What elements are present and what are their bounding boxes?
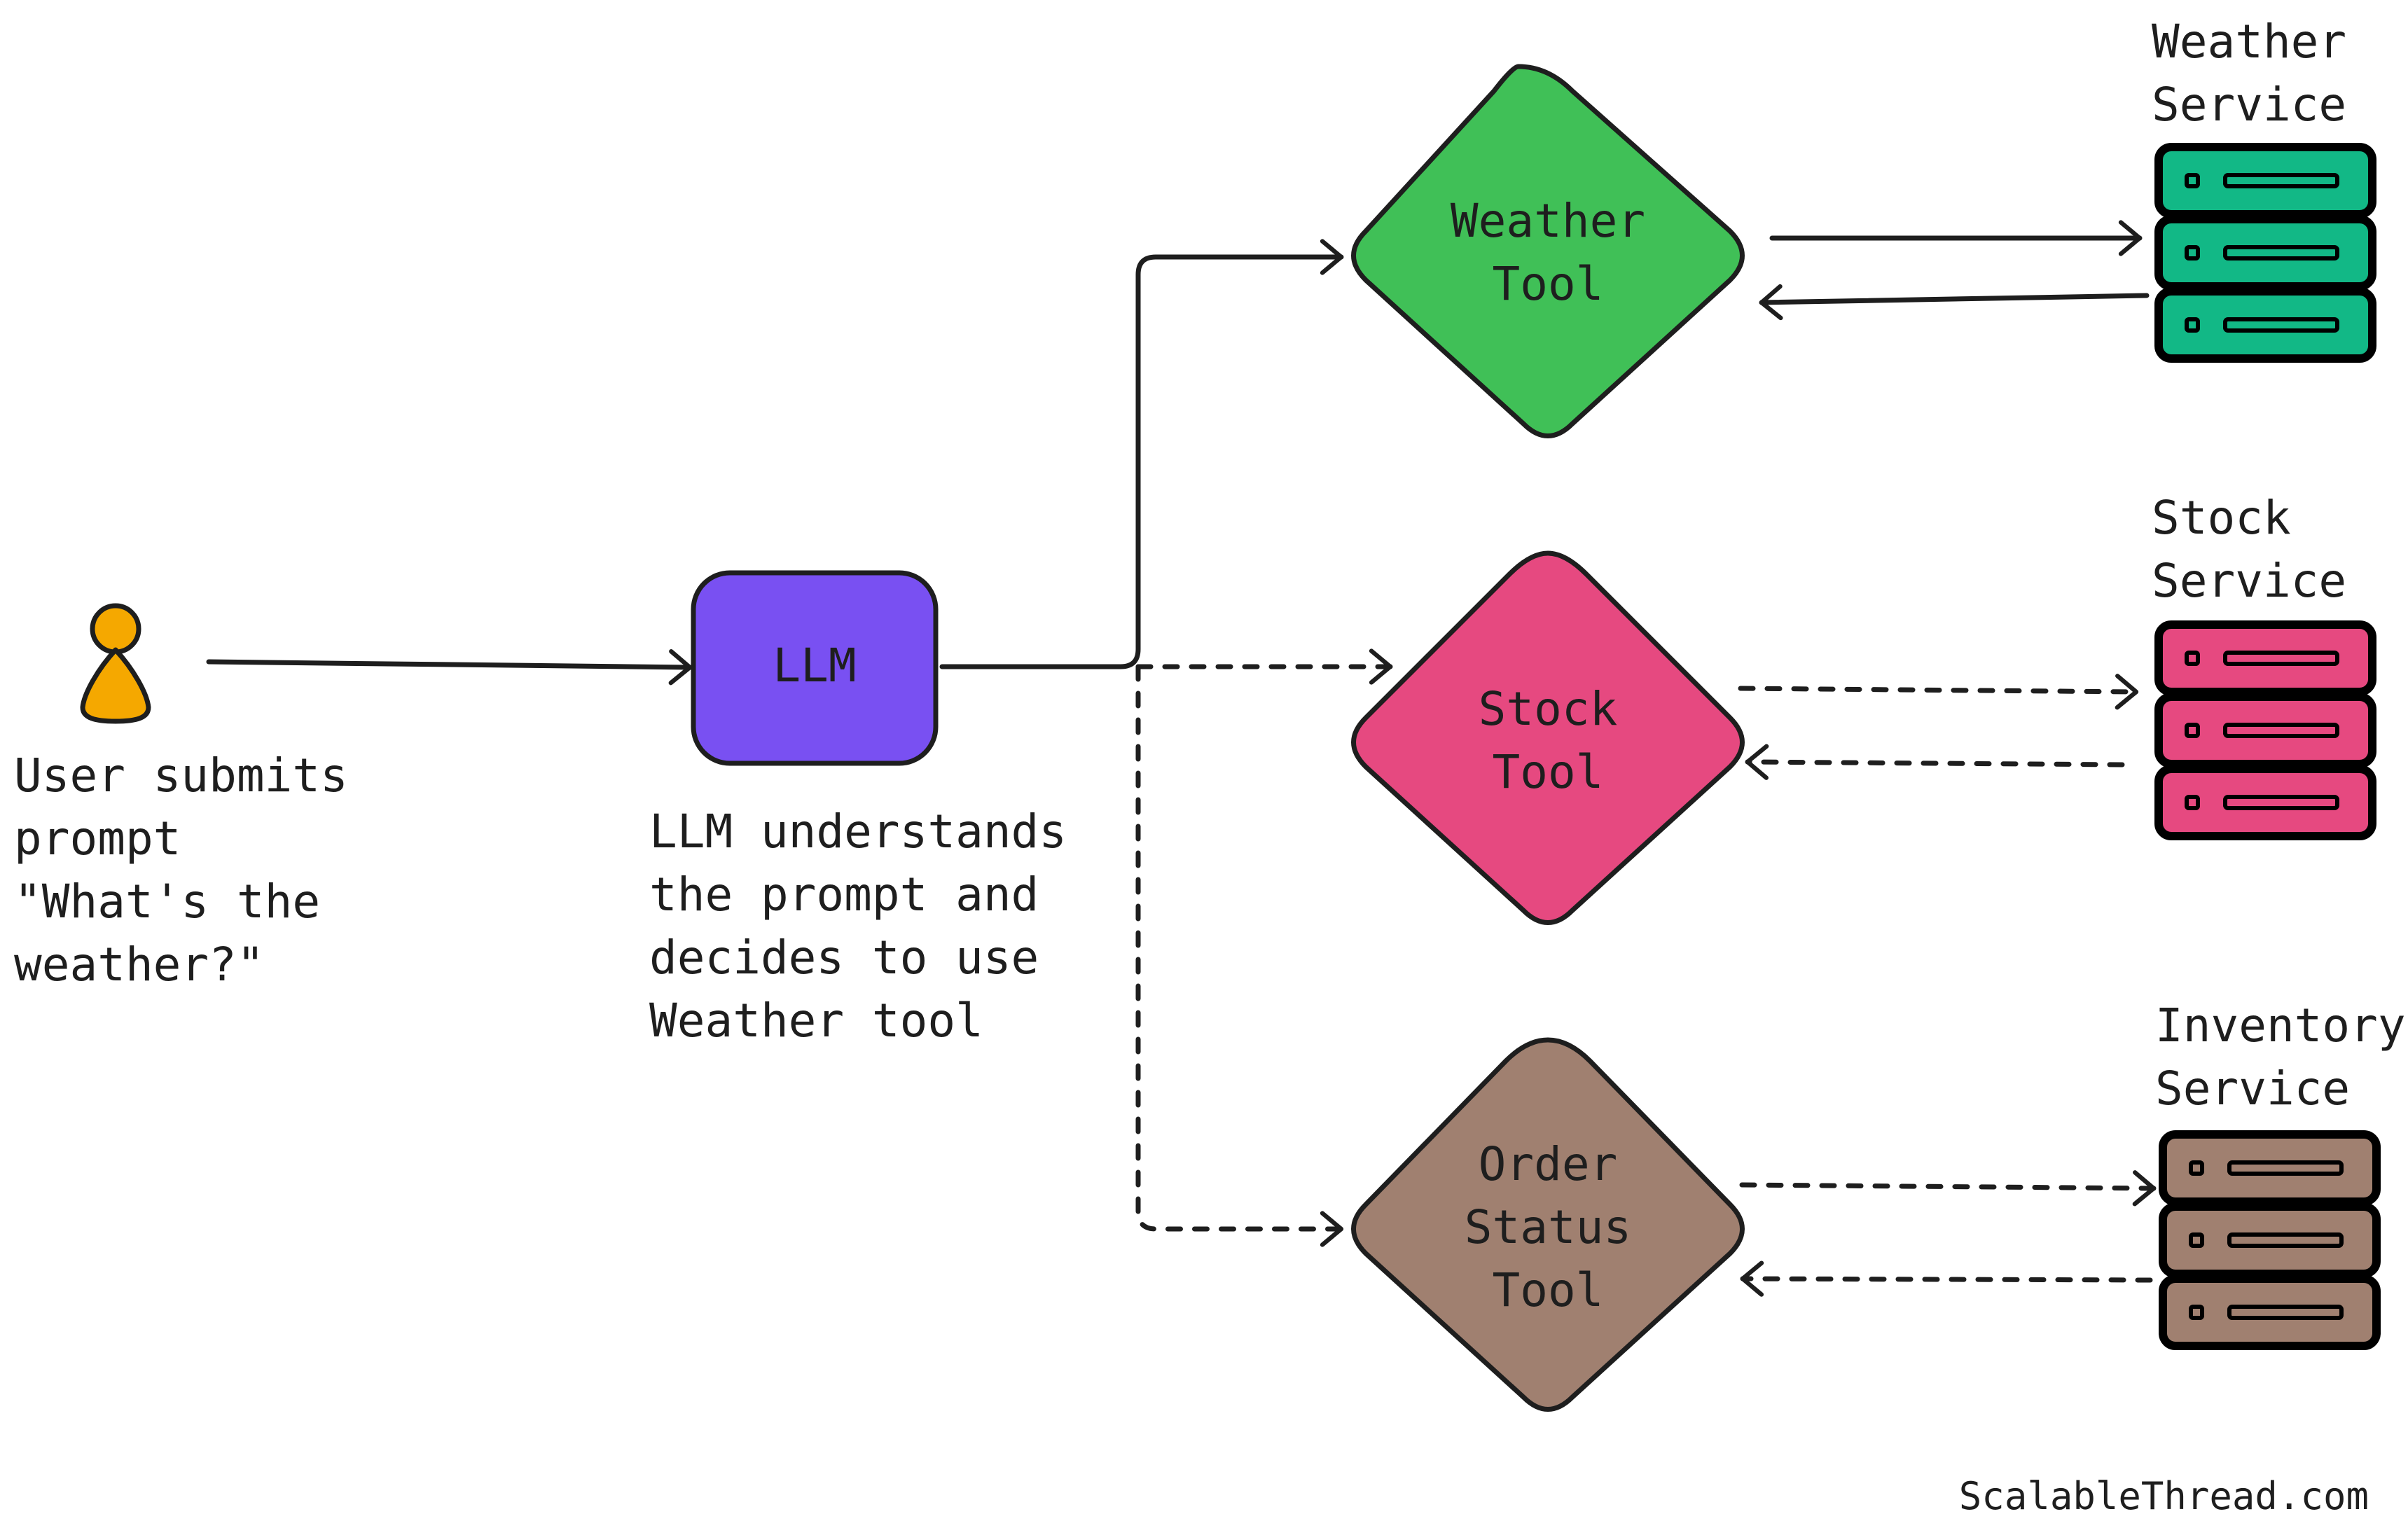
weather-service-server-icon bbox=[2154, 143, 2376, 363]
server-unit bbox=[2159, 1275, 2381, 1350]
edge-stock-service-to-tool bbox=[1745, 744, 2125, 780]
user-caption-line: User submits bbox=[14, 749, 348, 803]
llm-node: LLM bbox=[691, 570, 939, 766]
server-unit bbox=[2154, 765, 2376, 840]
edge-llm-to-order-tool bbox=[1135, 664, 1344, 1247]
server-unit bbox=[2154, 620, 2376, 696]
edge-order-tool-to-service bbox=[1739, 1170, 2157, 1207]
stock-tool-label: Tool bbox=[1493, 745, 1604, 799]
edge-inventory-service-to-tool bbox=[1740, 1260, 2153, 1297]
edge-stock-tool-to-service bbox=[1738, 674, 2139, 710]
server-led bbox=[2189, 1305, 2204, 1320]
server-unit bbox=[2159, 1202, 2381, 1278]
server-slot bbox=[2223, 245, 2339, 261]
weather-tool-node: Weather Tool bbox=[1351, 64, 1745, 438]
stock-tool-node: Stock Tool bbox=[1351, 550, 1745, 925]
stock-service-server-icon bbox=[2154, 620, 2376, 840]
user-caption-line: "What's the bbox=[14, 875, 320, 929]
weather-tool-label: Tool bbox=[1493, 257, 1604, 311]
server-slot bbox=[2223, 723, 2339, 738]
server-slot bbox=[2227, 1232, 2344, 1248]
server-led bbox=[2185, 317, 2200, 333]
server-slot bbox=[2223, 173, 2339, 188]
server-led bbox=[2185, 795, 2200, 810]
llm-caption-line: decides to use bbox=[649, 931, 1039, 985]
server-led bbox=[2185, 651, 2200, 666]
order-tool-label: Tool bbox=[1493, 1263, 1604, 1317]
llm-caption: LLM understands the prompt and decides t… bbox=[649, 805, 1095, 1048]
server-unit bbox=[2154, 693, 2376, 768]
weather-tool-label: Weather bbox=[1451, 194, 1645, 248]
user-caption: User submits prompt "What's the weather?… bbox=[14, 749, 376, 992]
llm-caption-line: the prompt and bbox=[649, 868, 1039, 922]
stock-service-label: Stock Service bbox=[2152, 491, 2346, 608]
llm-label: LLM bbox=[773, 639, 856, 693]
user-icon bbox=[80, 603, 151, 724]
server-led bbox=[2189, 1232, 2204, 1248]
llm-caption-line: Weather tool bbox=[649, 994, 983, 1048]
inventory-service-label: Inventory Service bbox=[2155, 999, 2408, 1116]
order-tool-label: Status bbox=[1465, 1200, 1631, 1254]
server-led bbox=[2185, 173, 2200, 188]
user-caption-line: weather?" bbox=[14, 938, 265, 992]
server-slot bbox=[2223, 651, 2339, 666]
server-led bbox=[2189, 1160, 2204, 1176]
weather-service-label: Weather Service bbox=[2152, 15, 2374, 132]
server-slot bbox=[2227, 1305, 2344, 1320]
edge-user-to-llm bbox=[206, 649, 693, 686]
server-unit bbox=[2154, 287, 2376, 363]
credit-label: ScalableThread.com bbox=[1959, 1474, 2369, 1518]
server-slot bbox=[2227, 1160, 2344, 1176]
inventory-service-server-icon bbox=[2159, 1130, 2381, 1350]
server-unit bbox=[2159, 1130, 2381, 1206]
server-unit bbox=[2154, 143, 2376, 218]
server-slot bbox=[2223, 795, 2339, 810]
user-caption-line: prompt bbox=[14, 812, 181, 866]
server-unit bbox=[2154, 215, 2376, 291]
edge-weather-service-to-tool bbox=[1759, 284, 2150, 321]
order-tool-node: Order Status Tool bbox=[1351, 1037, 1745, 1412]
server-led bbox=[2185, 723, 2200, 738]
server-led bbox=[2185, 245, 2200, 261]
server-slot bbox=[2223, 317, 2339, 333]
order-tool-label: Order bbox=[1479, 1137, 1618, 1191]
llm-caption-line: LLM understands bbox=[649, 805, 1067, 859]
stock-tool-label: Stock bbox=[1479, 682, 1618, 736]
edge-llm-to-weather-tool bbox=[939, 239, 1344, 669]
